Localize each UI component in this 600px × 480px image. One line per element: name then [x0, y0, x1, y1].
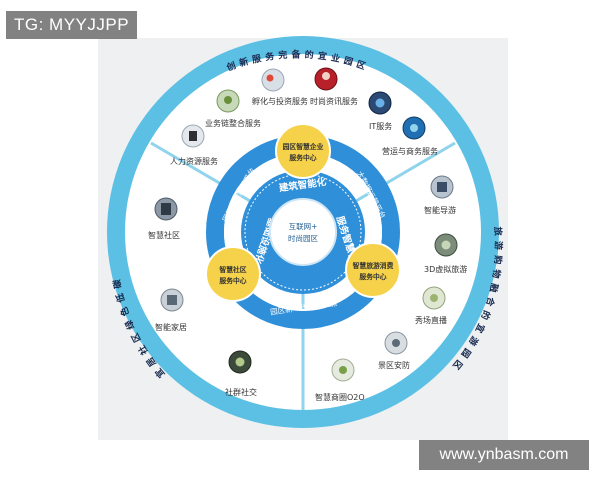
fashion-info-label: 时尚资讯服务 [310, 96, 358, 106]
fashion-info-icon-dot [322, 72, 330, 80]
service-operation: 营运与商务服务 [382, 116, 438, 156]
service-community-social: 社群社交 [225, 350, 257, 397]
incubation-icon [261, 68, 285, 92]
smart-o2o-label: 智慧商圈O2O [315, 392, 365, 402]
operation-icon-dot [410, 124, 418, 132]
service-fashion-info: 时尚资讯服务 [310, 67, 358, 106]
incubation-icon-dot [266, 74, 274, 82]
service-it: IT服务 [368, 91, 392, 131]
service-smart-o2o: 智慧商圈O2O [315, 358, 365, 402]
smart-o2o-icon-dot [339, 366, 347, 374]
hub-community-line1: 智慧社区 [219, 265, 246, 274]
hr-label: 人力资源服务 [170, 156, 218, 166]
business-chain-label: 业务链整合服务 [205, 118, 261, 128]
scenic-security-icon-dot [392, 339, 400, 347]
service-hr: 人力资源服务 [170, 124, 218, 166]
operation-label: 营运与商务服务 [382, 146, 438, 156]
smart-community-icon-building [161, 203, 171, 215]
community-social-label: 社群社交 [225, 387, 257, 397]
hub-tourism-line1: 智慧旅游消费 [353, 261, 394, 270]
virtual-tour-label: 3D虚拟旅游 [424, 264, 467, 274]
hub-community-line2: 服务中心 [219, 276, 246, 285]
hub-enterprise [275, 123, 331, 179]
business-chain-icon-dot [224, 96, 232, 104]
core-line-2: 时尚园区 [288, 233, 318, 243]
scenic-security-label: 景区安防 [378, 360, 410, 370]
service-smart-guide: 智能导游 [424, 175, 456, 215]
watermark-bottom-right: www.ynbasm.com [419, 440, 589, 470]
hub-enterprise-line1: 园区智慧企业 [283, 142, 324, 151]
hr-icon-figure [189, 131, 197, 141]
live-show-icon-dot [430, 294, 438, 302]
service-smart-home: 智能家居 [155, 288, 187, 332]
smart-home-icon-device [167, 295, 177, 305]
smart-guide-icon-screen [437, 182, 447, 192]
hub-enterprise-line2: 服务中心 [289, 153, 316, 162]
core-line-1: 互联网+ [289, 222, 318, 231]
community-social-icon-dot [235, 357, 245, 367]
virtual-tour-icon-dot [441, 240, 451, 250]
it-icon-dot [375, 98, 385, 108]
service-live-show: 秀场直播 [415, 286, 447, 325]
smart-community-label: 智慧社区 [148, 230, 180, 240]
hub-tourism-line2: 服务中心 [359, 272, 386, 281]
it-label: IT服务 [369, 121, 392, 131]
hub-community [205, 246, 261, 302]
service-smart-community: 智慧社区 [148, 197, 180, 240]
hub-tourism [345, 242, 401, 298]
service-scenic-security: 景区安防 [378, 331, 410, 370]
core-circle [269, 198, 337, 266]
smart-guide-label: 智能导游 [424, 205, 456, 215]
incubation-label: 孵化与投资服务 [252, 96, 308, 106]
watermark-top-left: TG: MYYJJPP [6, 11, 138, 39]
service-business-chain: 业务链整合服务 [205, 89, 261, 128]
smart-home-label: 智能家居 [155, 322, 187, 332]
live-show-label: 秀场直播 [415, 315, 447, 325]
service-virtual-tour: 3D虚拟旅游 [424, 233, 467, 274]
service-incubation: 孵化与投资服务 [252, 68, 308, 106]
